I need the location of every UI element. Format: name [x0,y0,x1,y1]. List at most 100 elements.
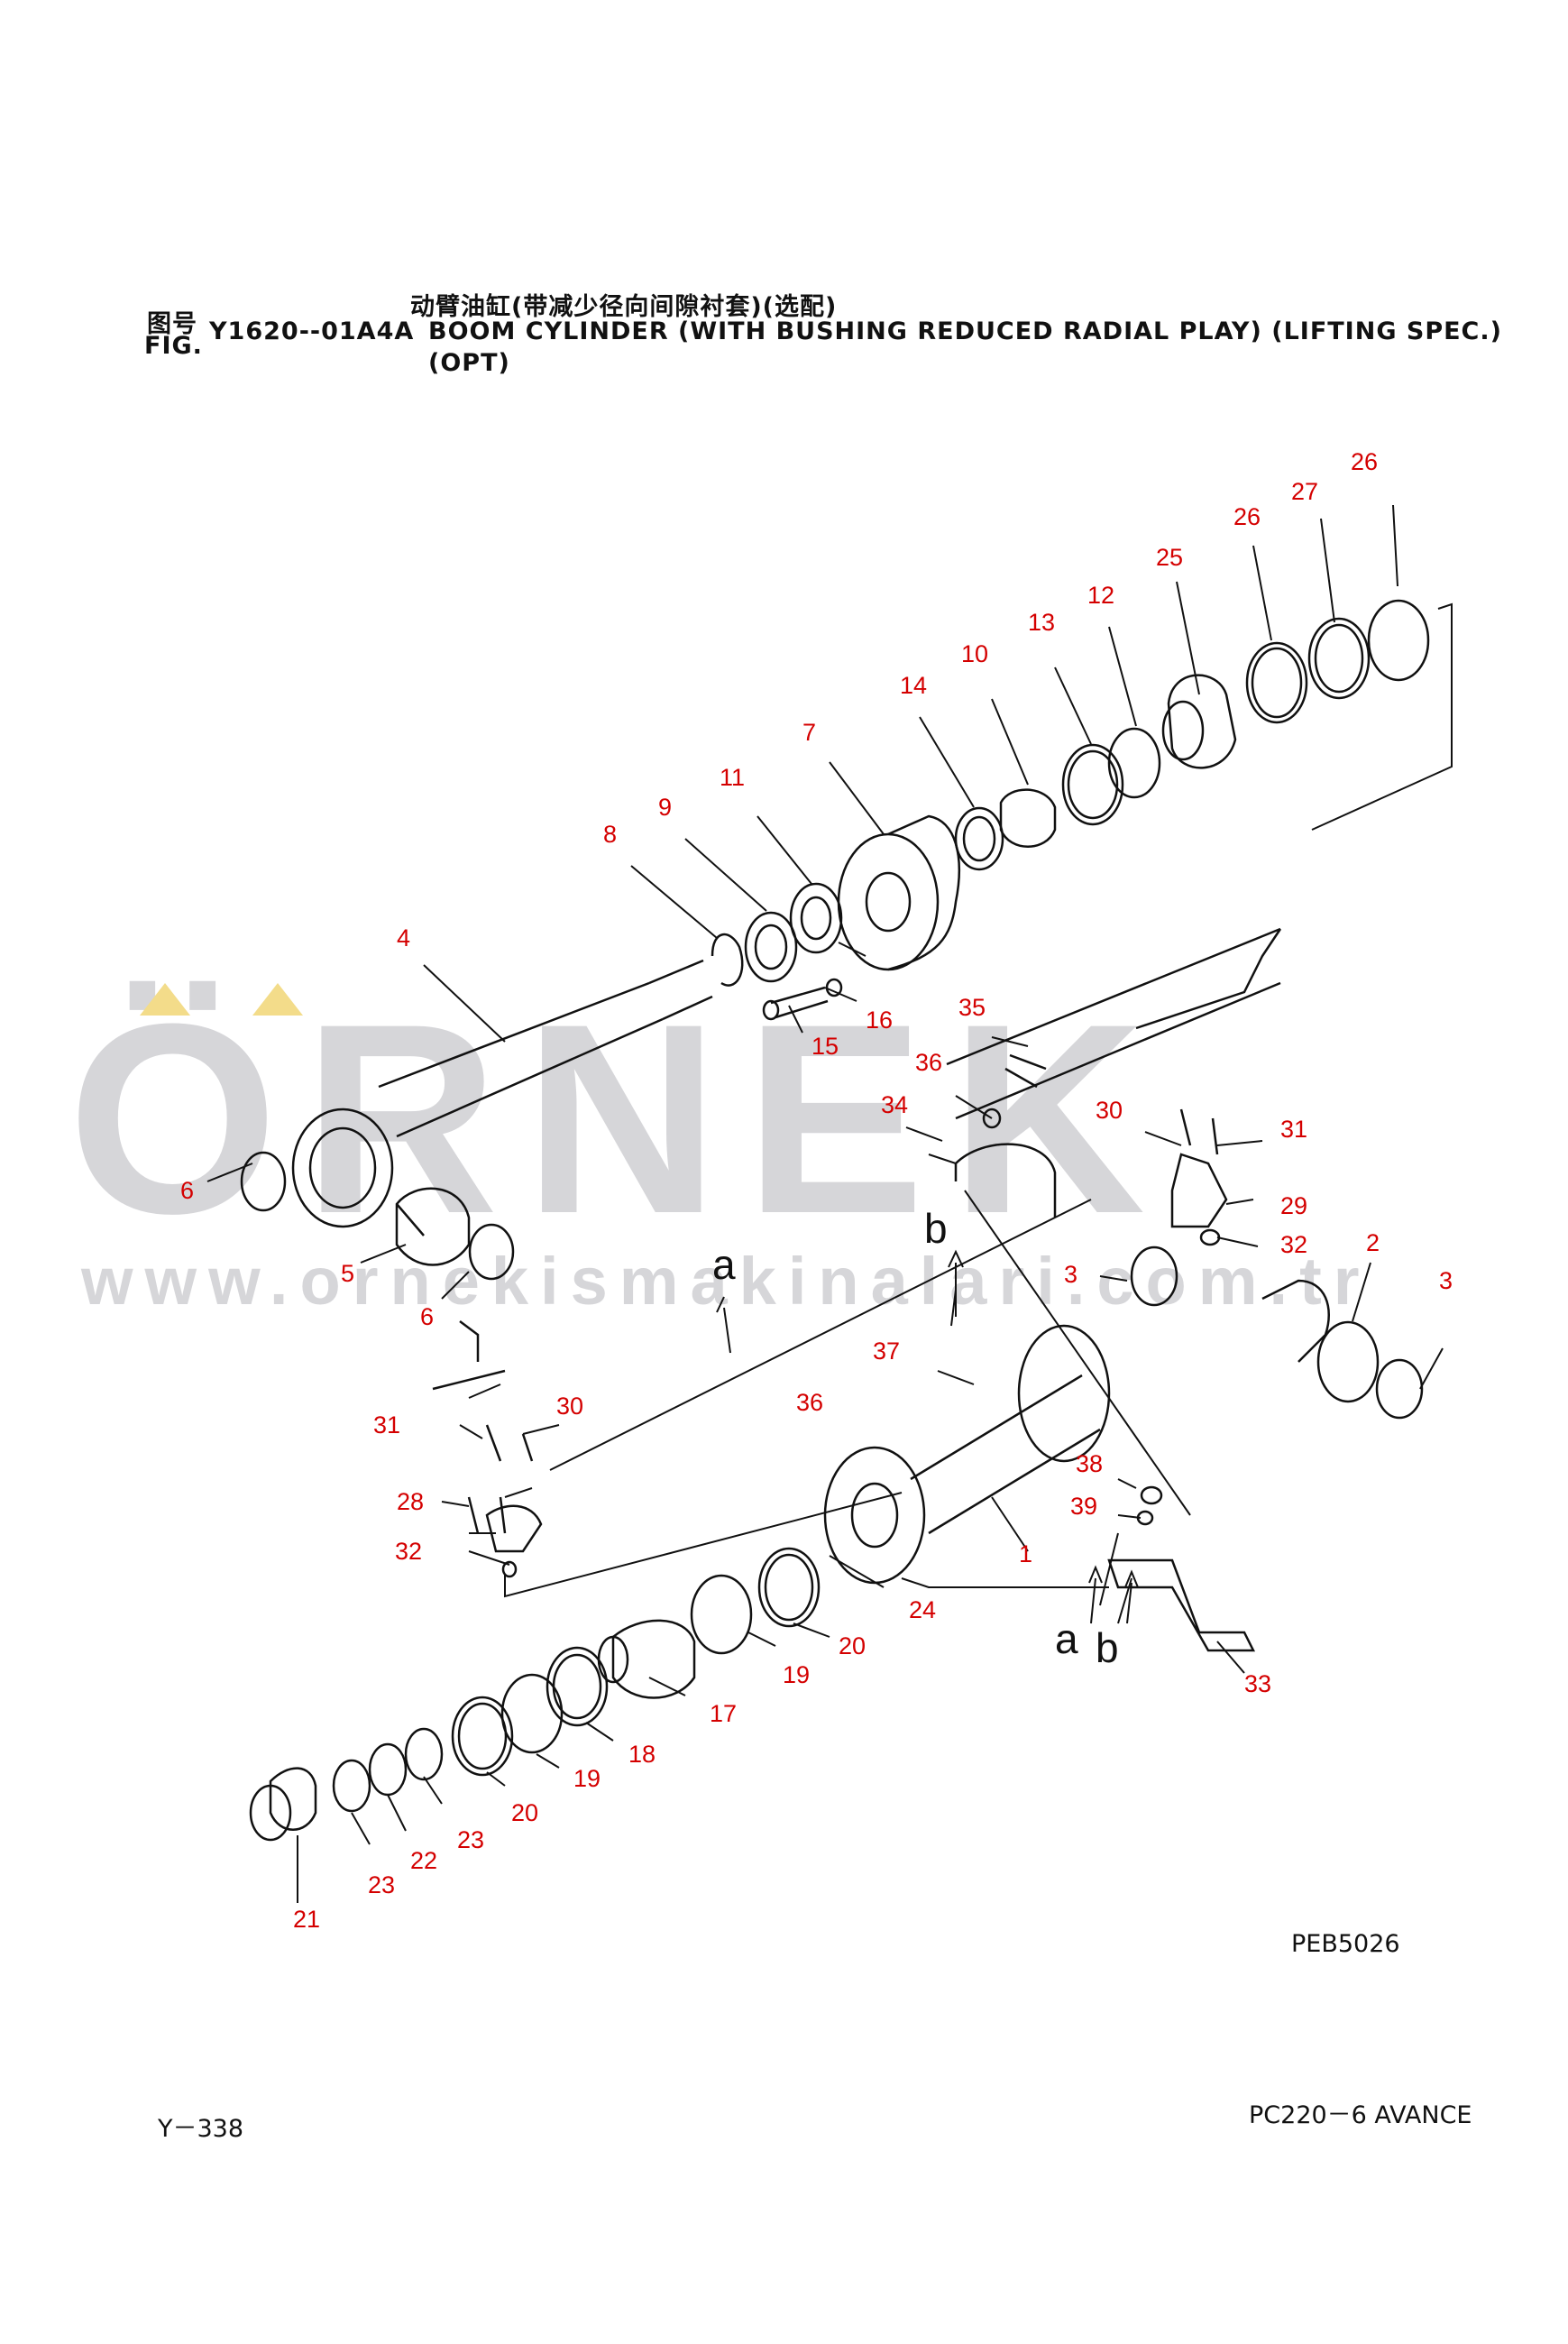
callout-label: 19 [573,1765,601,1792]
callout-label: 15 [812,1033,839,1060]
watermark-logo: ÖRNEK [68,967,1171,1270]
part-3-bearing [1375,1358,1424,1420]
callout-label: 16 [866,1007,894,1034]
part-20b-ring [451,1696,514,1777]
part-10-bushing [999,788,1057,848]
callout-label: 22 [410,1847,438,1874]
callout-label: 28 [397,1488,425,1515]
part-18-ring [546,1646,609,1727]
machine-model: PC220－6 AVANCE [1249,2101,1472,2129]
part-8-circlip [711,933,744,987]
callout-label: 5 [341,1260,355,1287]
callout-label: 24 [909,1596,937,1623]
part-21-bushing [269,1767,317,1831]
callout-label: 12 [1087,582,1115,609]
callout-label: 29 [1280,1192,1308,1219]
callout-label: 2 [1366,1229,1380,1256]
callout-label: 21 [293,1906,321,1933]
callout-label: 31 [1280,1116,1308,1143]
callout-label: 32 [1280,1231,1308,1258]
part-2-bushing [1316,1320,1380,1403]
callout-label: 9 [658,794,673,821]
page-number: Y－338 [158,2115,244,2143]
fig-label: FIG. [144,332,203,360]
part-15-bolt [770,986,829,1019]
callout-label: 20 [839,1632,867,1659]
part-32b-oring [501,1560,518,1578]
callout-label: 7 [802,719,817,746]
callout-label: 6 [180,1177,195,1204]
callout-label: 34 [881,1091,909,1118]
connector-letter: a [1055,1615,1078,1662]
callout-label: 31 [373,1411,401,1439]
part-38-nut [1140,1485,1163,1505]
callout-label: 32 [395,1538,423,1565]
part-36-washer [982,1108,1002,1129]
callout-label: 35 [958,994,986,1021]
callout-label: 30 [1096,1097,1123,1124]
part-4-piston-rod [378,981,664,1138]
part-36b-bolt [485,1424,534,1462]
callout-label: 39 [1070,1493,1098,1520]
drawing-code: PEB5026 [1291,1930,1400,1958]
watermark-accent [252,983,303,1016]
callout-label: 18 [628,1741,656,1768]
fig-label-cn: 图号 [147,310,197,338]
callout-label: 19 [783,1661,811,1688]
part-20-ring [757,1547,821,1628]
connector-letter: a [712,1241,736,1288]
callout-label: 4 [397,924,411,951]
part-9-bearing [744,911,798,983]
part-35-bolt [1004,1053,1047,1089]
part-26-ring [1367,599,1430,682]
callout-label: 26 [1233,503,1261,530]
part-33-clamp [1107,1558,1256,1652]
callout-label: 6 [420,1303,435,1330]
part-6-bearing [240,1151,287,1212]
part-34-clamp [954,1143,1057,1218]
callout-label: 13 [1028,609,1056,636]
callout-label: 17 [710,1700,738,1727]
callout-label: 25 [1156,544,1184,571]
callout-label: 3 [1064,1261,1078,1288]
part-5-bushing [395,1187,471,1266]
callout-label: 3 [1439,1267,1453,1294]
callout-label: 23 [368,1871,396,1898]
part-29-block [1170,1153,1228,1228]
part-11-bearing [789,882,843,954]
part-1-tube [946,927,1281,1066]
title-cn: 动臂油缸(带减少径向间隙衬套)(选配) [410,293,838,321]
callout-label: 36 [915,1049,943,1076]
part-17-piston-seal [611,1619,696,1699]
part-22-oring [368,1742,408,1797]
callout-label: 14 [900,672,928,699]
part-23b-oring [332,1759,371,1813]
callout-label: 8 [603,821,618,848]
callout-label: 30 [556,1393,584,1420]
connector-letter: b [924,1205,948,1252]
part-13-ring [1061,743,1124,826]
part-27-ring [1307,617,1371,700]
callout-label: 10 [961,640,989,667]
watermark-accent [140,983,190,1016]
part-26b-ring [1245,641,1308,724]
title-en: BOOM CYLINDER (WITH BUSHING REDUCED RADI… [428,317,1502,345]
callout-label: 1 [1019,1540,1033,1567]
callout-label: 27 [1291,478,1319,505]
callout-label: 11 [720,764,746,791]
callout-label: 33 [1244,1670,1272,1697]
callout-label: 20 [511,1799,539,1826]
connector-letter: b [1096,1624,1119,1671]
part-23-oring [404,1727,444,1781]
title-opt: (OPT) [428,349,510,377]
callout-label: 38 [1076,1450,1104,1477]
callout-label: 37 [873,1337,901,1365]
part-6b-bearing [468,1223,515,1281]
part-12-ring [1107,727,1161,799]
part-3b-bearing [1130,1246,1178,1307]
callout-label: 23 [457,1826,485,1853]
part-a-fitting [432,1320,506,1391]
part-19b-ring [500,1673,564,1754]
callout-label: 36 [796,1389,824,1416]
part-25-gland-seal [1167,674,1237,769]
